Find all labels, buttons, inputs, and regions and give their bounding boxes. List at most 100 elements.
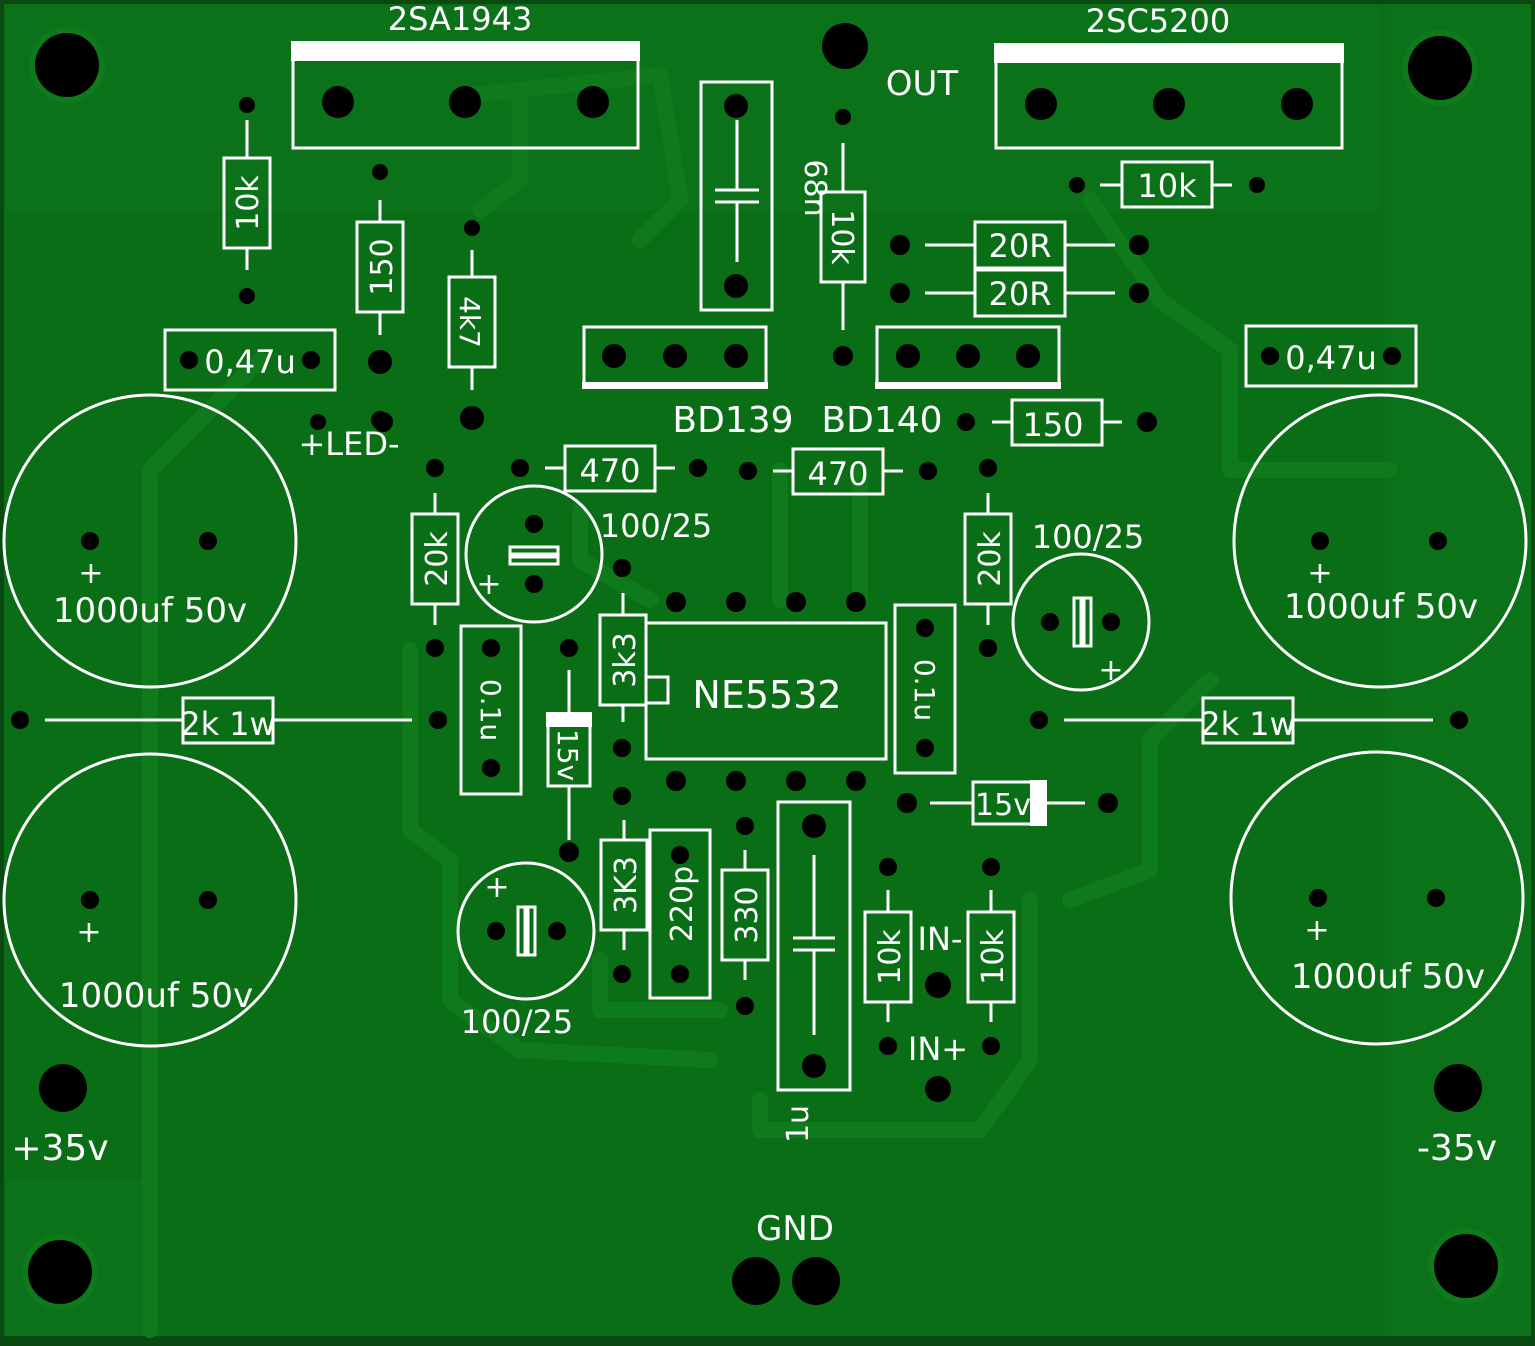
label-r-20k-left: 20k: [420, 531, 455, 587]
terminal-out: OUT: [822, 23, 958, 125]
resistor-470-right: 470: [739, 447, 937, 496]
label-bd139: BD139: [672, 400, 793, 441]
capacitor-100-25-bottom: + 100/25: [456, 861, 596, 1041]
zener-left: 15v: [546, 639, 592, 862]
capacitor-1000-tl: + 1000uf 50v: [2, 393, 298, 689]
label-r-330: 330: [730, 886, 765, 943]
label-2sa1943: 2SA1943: [388, 0, 533, 38]
label-in-plus: IN+: [908, 1030, 968, 1068]
terminal-input: IN- IN+: [908, 920, 968, 1102]
mounting-holes: [22, 27, 1504, 1310]
capacitor-01-left: 0.1u: [459, 624, 523, 796]
label-c-220p: 220p: [665, 866, 700, 942]
transistor-bd139: BD139: [582, 325, 794, 441]
transistor-bd140: BD140: [821, 325, 1061, 441]
label-r-20r-a: 20R: [989, 227, 1052, 265]
capacitor-100-25-right: + 100/25: [1011, 518, 1151, 692]
label-r-10k-top-center: 10k: [824, 209, 859, 265]
label-c-100-25-right: 100/25: [1032, 518, 1145, 556]
label-r-4k7: 4k7: [453, 296, 486, 348]
terminal-gnd: GND: [732, 1209, 840, 1305]
capacitor-01-right: 0.1u: [893, 603, 957, 775]
label-plus-100-25-top: +: [476, 567, 501, 602]
resistor-10k-in-minus: 10k: [863, 858, 913, 1055]
resistor-3k3-lower: 3K3: [599, 787, 649, 983]
label-zener-left: 15v: [551, 729, 584, 781]
label-r-3k3-lower: 3K3: [609, 856, 644, 914]
label-c-1000-tr: 1000uf 50v: [1284, 587, 1478, 627]
resistor-150-right: 150: [957, 398, 1157, 447]
label-r-20r-b: 20R: [989, 275, 1052, 313]
capacitor-1000-tr: + 1000uf 50v: [1232, 393, 1528, 689]
capacitor-1000-bl: + 1000uf 50v: [2, 752, 298, 1048]
label-plus-100-25-bottom: +: [484, 870, 509, 905]
terminal-pos-supply: +35v: [11, 1064, 109, 1169]
label-in-minus: IN-: [918, 920, 963, 958]
label-c-1000-br: 1000uf 50v: [1291, 957, 1485, 997]
label-r-150-right: 150: [1022, 406, 1083, 444]
resistor-2k-left: 2k 1w: [11, 696, 447, 745]
label-plus-100-25-right: +: [1098, 653, 1123, 688]
resistor-4k7: 4k7: [447, 220, 497, 430]
label-plus-1000-tl: +: [78, 556, 103, 591]
label-c-047-left: 0,47u: [204, 343, 296, 381]
transistor-2sc5200: 2SC5200: [994, 2, 1344, 150]
label-c-047-right: 0,47u: [1285, 339, 1377, 377]
label-out: OUT: [886, 64, 959, 104]
label-r-2k-right: 2k 1w: [1200, 705, 1296, 743]
label-r-3k3-upper: 3k3: [608, 632, 643, 688]
capacitor-1000-br: + 1000uf 50v: [1229, 750, 1525, 1046]
label-r-10k-top-right: 10k: [1137, 167, 1197, 205]
label-68n: 68n: [797, 159, 832, 216]
terminal-neg-supply: -35v: [1417, 1064, 1497, 1169]
resistor-10k-top-center: 10k: [819, 143, 867, 330]
label-r-10k-topleft: 10k: [231, 175, 266, 231]
label-r-10k-in-plus: 10k: [976, 929, 1011, 985]
resistor-10k-top-right: 10k: [1069, 160, 1265, 209]
label-zener-right: 15v: [975, 788, 1031, 823]
capacitor-047-left: 0,47u: [163, 328, 337, 392]
resistor-330: 330: [720, 817, 770, 1015]
ic-ne5532: NE5532: [644, 592, 888, 791]
label-2sc5200: 2SC5200: [1086, 2, 1230, 40]
capacitor-68n: 68n: [699, 80, 832, 312]
label-gnd: GND: [756, 1209, 834, 1249]
resistor-2k-right: 2k 1w: [1030, 696, 1468, 745]
capacitor-100-25-top: + 100/25: [464, 484, 713, 624]
resistor-470-left: 470: [511, 444, 707, 493]
resistor-10k-in-plus: 10k: [966, 858, 1016, 1055]
transistor-2sa1943: 2SA1943: [291, 0, 640, 150]
capacitor-1u: 1u: [776, 800, 852, 1143]
label-r-20k-right: 20k: [973, 531, 1008, 587]
capacitor-220p: 220p: [648, 828, 712, 1000]
capacitor-047-right: 0,47u: [1244, 324, 1418, 388]
label-c-1000-bl: 1000uf 50v: [59, 976, 253, 1016]
label-bd140: BD140: [821, 400, 942, 441]
label-plus-1000-br: +: [1304, 913, 1329, 948]
label-c-100-25-bottom: 100/25: [461, 1003, 574, 1041]
label-plus-1000-bl: +: [76, 915, 101, 950]
label-plus-1000-tr: +: [1307, 556, 1332, 591]
led-indicator: +LED-: [298, 412, 400, 463]
label-ic-ne5532: NE5532: [692, 673, 841, 717]
resistor-150-left: 150: [355, 164, 405, 374]
resistor-20r-a: 20R: [890, 220, 1149, 270]
label-led: +LED-: [298, 425, 399, 463]
resistor-20r-b: 20R: [890, 268, 1149, 318]
resistor-3k3-upper: 3k3: [598, 559, 648, 757]
label-c-1000-tl: 1000uf 50v: [53, 591, 247, 631]
label-r-2k-left: 2k 1w: [180, 705, 276, 743]
vias: [371, 411, 997, 757]
label-c-01-right: 0.1u: [908, 659, 941, 721]
label-r-470-right: 470: [807, 455, 868, 493]
label-r-10k-in-minus: 10k: [873, 929, 908, 985]
label-r-150-left: 150: [365, 238, 400, 295]
label-r-470-left: 470: [579, 452, 640, 490]
label-c-1u: 1u: [781, 1105, 816, 1143]
label-c-100-25-top: 100/25: [600, 507, 713, 545]
resistor-10k-topleft: 10k: [222, 97, 272, 304]
label-c-01-left: 0.1u: [474, 679, 507, 741]
zener-right: 15v: [897, 780, 1118, 826]
label-neg-supply: -35v: [1417, 1128, 1497, 1169]
